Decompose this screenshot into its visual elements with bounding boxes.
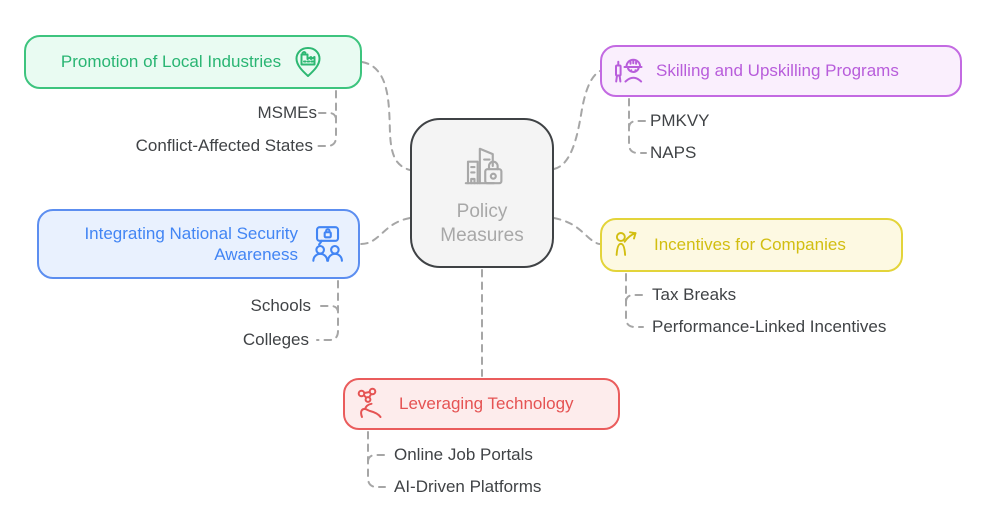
connector-green-to-center	[361, 61, 411, 171]
child-label-schools[interactable]: Schools	[250, 296, 311, 315]
branch-node-integrating-national-security-awareness[interactable]: Integrating National Security Awareness	[37, 209, 360, 279]
city-lock-icon	[454, 138, 510, 194]
connector-blue-child-stub	[320, 305, 339, 314]
awareness-people-icon	[306, 223, 348, 265]
connector-purple-child-stub	[628, 120, 646, 129]
central-node-policy-measures[interactable]: Policy Measures	[410, 118, 554, 268]
connector-green-child-stub	[318, 112, 337, 121]
central-node-label: Policy Measures	[440, 201, 524, 246]
connector-center-to-yellow	[553, 217, 601, 245]
branch-label: Skilling and Upskilling Programs	[656, 61, 899, 81]
connector-yellow-child-stub	[625, 294, 643, 303]
factory-pin-icon	[291, 45, 325, 79]
connector-center-to-blue	[359, 217, 411, 245]
child-label-performance-linked-incentives[interactable]: Performance-Linked Incentives	[652, 317, 887, 336]
child-label-online-job-portals[interactable]: Online Job Portals	[394, 445, 533, 464]
growth-person-icon	[610, 228, 644, 262]
branch-label: Leveraging Technology	[399, 394, 574, 414]
connector-center-to-purple	[553, 70, 601, 170]
connector-blue-children	[316, 280, 339, 341]
connector-purple-children	[628, 98, 647, 154]
branch-node-promotion-of-local-industries[interactable]: Promotion of Local Industries	[24, 35, 362, 89]
connector-green-children	[314, 90, 337, 147]
child-label-naps[interactable]: NAPS	[650, 143, 697, 162]
child-label-tax-breaks[interactable]: Tax Breaks	[652, 285, 737, 304]
child-label-pmkvy[interactable]: PMKVY	[650, 111, 710, 130]
branch-node-incentives-for-companies[interactable]: Incentives for Companies	[600, 218, 903, 272]
skilled-worker-icon	[610, 53, 646, 89]
branch-label: Promotion of Local Industries	[60, 52, 282, 72]
child-label-conflict-affected-states[interactable]: Conflict-Affected States	[135, 136, 313, 155]
connector-yellow-children	[625, 273, 644, 328]
connector-red-children	[367, 431, 386, 488]
tech-hand-icon	[353, 386, 389, 422]
branch-label: Integrating National Security Awareness	[84, 223, 298, 264]
connector-red-child-stub	[367, 454, 385, 463]
child-label-colleges[interactable]: Colleges	[242, 330, 309, 349]
branch-label: Incentives for Companies	[654, 235, 846, 255]
child-label-ai-driven-platforms[interactable]: AI-Driven Platforms	[394, 477, 542, 496]
child-label-msmes[interactable]: MSMEs	[257, 103, 318, 122]
branch-node-leveraging-technology[interactable]: Leveraging Technology	[343, 378, 620, 430]
branch-node-skilling-and-upskilling-programs[interactable]: Skilling and Upskilling Programs	[600, 45, 962, 97]
